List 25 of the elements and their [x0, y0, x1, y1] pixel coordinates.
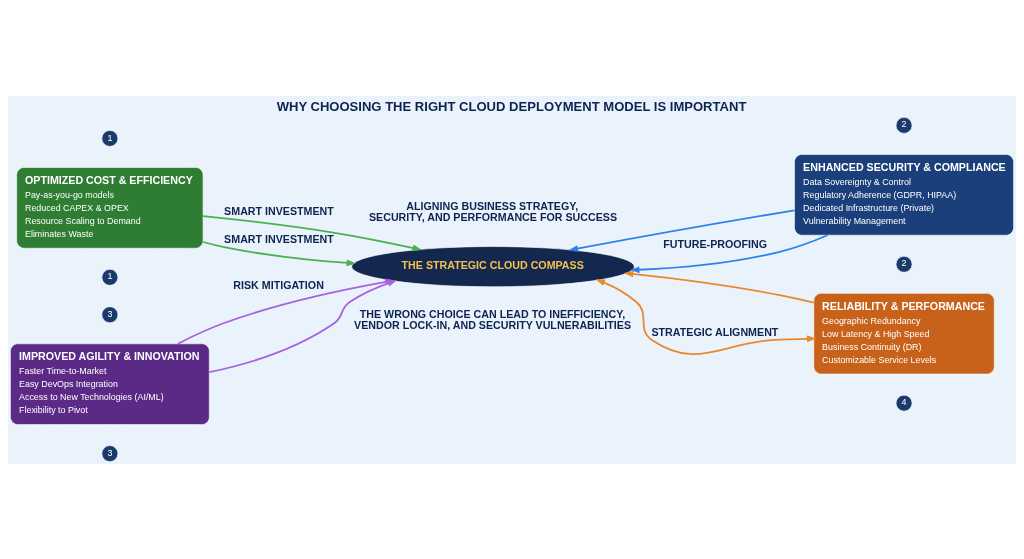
- edge-label: STRATEGIC ALIGNMENT: [651, 325, 779, 338]
- label: 2: [901, 257, 907, 268]
- edge-label: FUTURE-PROOFING: [663, 237, 768, 250]
- arrow: [568, 208, 796, 252]
- label: 1: [107, 132, 113, 143]
- label: 2: [901, 118, 907, 129]
- label: 4: [901, 396, 907, 407]
- edge-label: SMART INVESTMENT: [224, 204, 334, 217]
- edge-label: RISK MITIGATION: [233, 278, 324, 291]
- label: 1: [107, 270, 113, 281]
- label: 3: [107, 308, 113, 319]
- node-box: RELIABILITY & PERFORMANCE Geographic Redundancy Low Latency & High Speed Business Continuity (DR) Customizable Service Levels: [813, 292, 995, 374]
- diagram-title: WHY CHOOSING THE RIGHT CLOUD DEPLOYMENT MODEL IS IMPORTANT: [276, 98, 747, 114]
- edge-label: SMART INVESTMENT: [224, 232, 334, 245]
- node-box: IMPROVED AGILITY & INNOVATION Faster Time-to-Market Easy DevOps Integration Access to New Technologies (AI/ML) Flexibility to Pivot: [10, 343, 210, 425]
- arrow: [629, 233, 829, 273]
- node-box: OPTIMIZED COST & EFFICIENCY Pay-as-you-go models Reduced CAPEX & OPEX Resource Scaling to Demand Eliminates Waste: [16, 166, 204, 249]
- caption: THE WRONG CHOICE CAN LEAD TO INEFFICIENCY, VENDOR LOCK-IN, AND SECURITY VULNERABILITIES: [354, 307, 632, 331]
- arrow: [623, 270, 815, 304]
- label: ALIGNING BUSINESS STRATEGY, SECURITY, AND PERFORMANCE FOR SUCCESS: [368, 199, 617, 223]
- arrow: [595, 278, 817, 355]
- arrow: [202, 240, 357, 266]
- node-box: ENHANCED SECURITY & COMPLIANCE Data Sovereignty & Control Regulatory Adherence (GDPR, HIPAA) Dedicated Infrastructure (Private) Vulnerability Management: [794, 153, 1014, 235]
- arrow: [202, 214, 423, 251]
- label: 3: [107, 447, 113, 458]
